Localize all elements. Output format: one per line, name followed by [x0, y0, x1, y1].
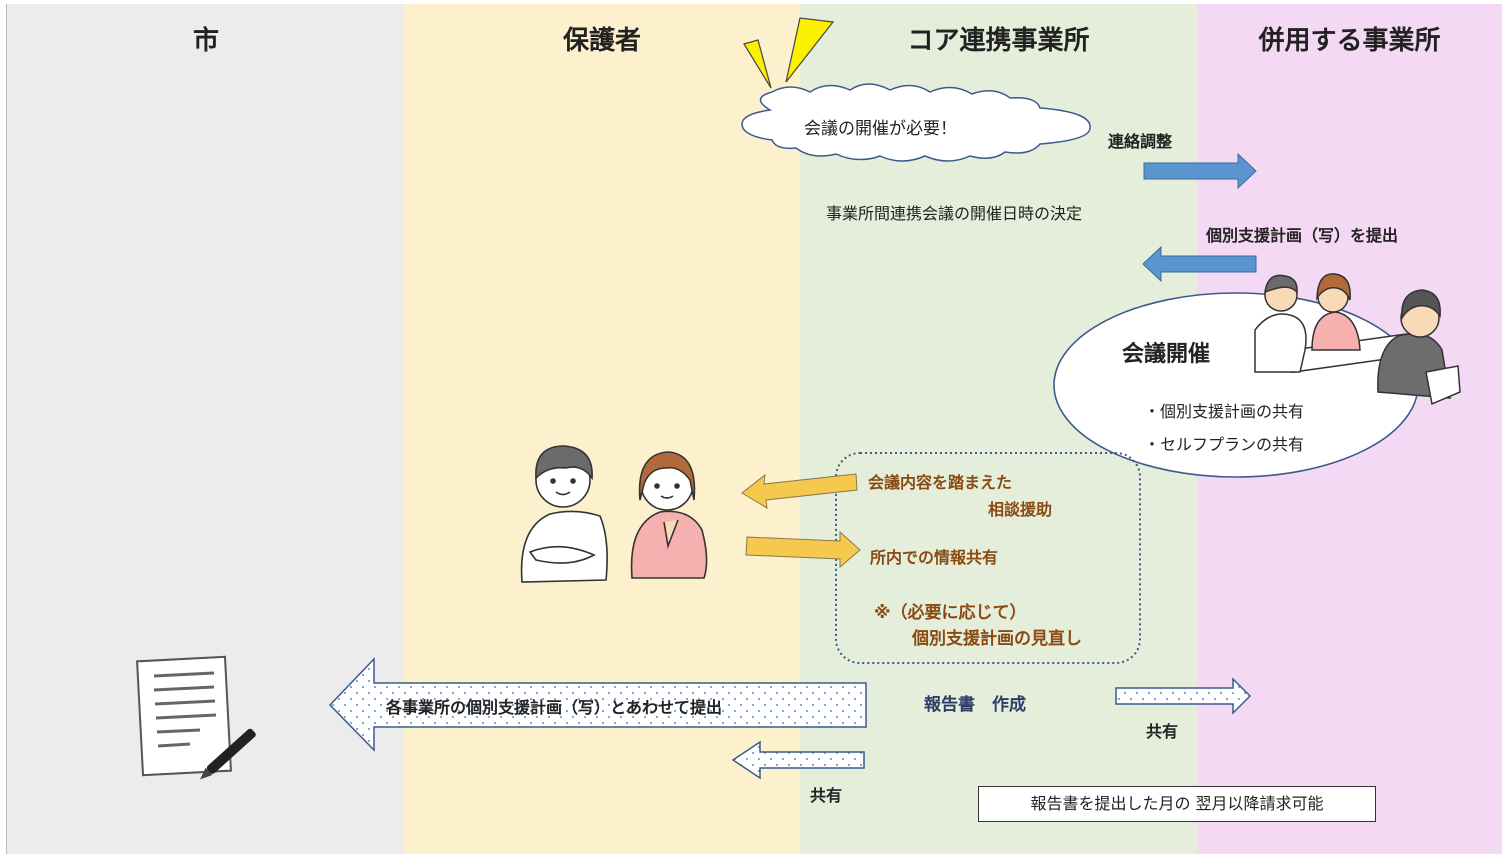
contact-arrow: [1143, 152, 1257, 190]
support-line5: 個別支援計画の見直し: [912, 629, 1082, 649]
share-right-arrow: [1115, 677, 1252, 715]
support-line1: 会議内容を踏まえた: [868, 473, 1013, 492]
submit-copy-label: 個別支援計画（写）を提出: [1206, 226, 1399, 245]
decision-text: 事業所間連携会議の開催日時の決定: [826, 204, 1083, 223]
meeting-item: ・セルフプランの共有: [1144, 435, 1305, 454]
contact-label: 連絡調整: [1108, 132, 1173, 151]
cloud-bubble: [741, 83, 1091, 162]
share-left-arrow: [731, 740, 865, 780]
meeting-people-icon: [1254, 273, 1461, 406]
alert-burst-icon: [743, 17, 835, 89]
support-line4: ※（必要に応じて）: [874, 603, 1027, 623]
city-submit-arrow: [328, 657, 867, 752]
share-left-label: 共有: [810, 786, 843, 805]
city-arrow-text: 各事業所の個別支援計画（写）とあわせて提出: [386, 698, 723, 717]
advice-arrow: [741, 473, 858, 509]
support-line3: 所内での情報共有: [870, 548, 999, 567]
document-pen-icon: [136, 655, 256, 780]
report-label: 報告書 作成: [924, 695, 1026, 715]
parents-icon: [520, 445, 708, 583]
submit-arrow: [1142, 245, 1257, 283]
support-line2: 相談援助: [988, 500, 1053, 519]
meeting-item: ・個別支援計画の共有: [1144, 402, 1305, 421]
cloud-text: 会議の開催が必要！: [804, 119, 957, 139]
lane-title-city: 市: [192, 26, 219, 56]
lane-title-core: コア連携事業所: [907, 26, 1090, 56]
lane-title-parent: 保護者: [562, 26, 641, 56]
billing-notice: 報告書を提出した月の 翌月以降請求可能: [978, 786, 1376, 822]
share-right-label: 共有: [1146, 722, 1179, 741]
lane-title-other: 併用する事業所: [1258, 26, 1441, 56]
meeting-title: 会議開催: [1122, 342, 1211, 367]
support-box: [835, 452, 1141, 664]
info-share-arrow: [745, 530, 861, 569]
